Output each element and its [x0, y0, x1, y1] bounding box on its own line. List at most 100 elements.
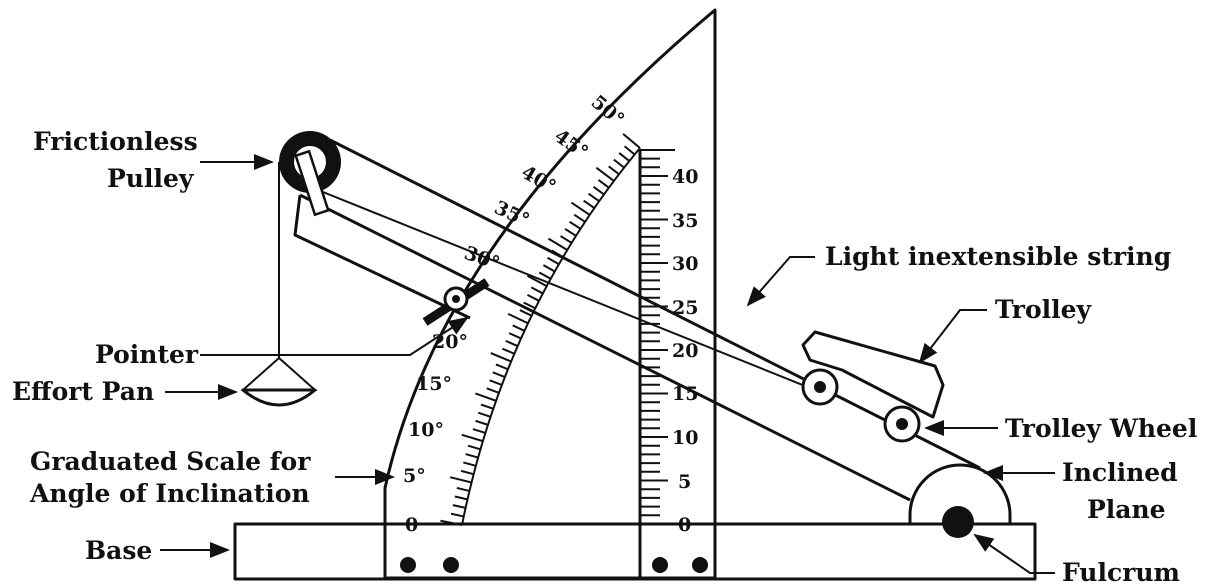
- linear-label-35: 35: [672, 210, 698, 232]
- angle-tick: [538, 271, 552, 280]
- angle-tick: [463, 461, 477, 467]
- linear-label-0: 0: [678, 514, 691, 536]
- angle-tick: [492, 371, 506, 379]
- angle-tick: [449, 476, 472, 484]
- label-fulcrum: Fulcrum: [1062, 558, 1180, 585]
- angle-tick: [495, 363, 509, 371]
- angle-scale-inner-arc: [461, 147, 641, 526]
- arrow-string: [746, 256, 815, 307]
- angle-tick: [592, 185, 605, 196]
- angle-tick: [486, 387, 500, 394]
- arrow-pointer: [200, 316, 469, 356]
- fulcrum-pivot: [942, 506, 974, 538]
- angle-tick: [618, 152, 630, 162]
- label-inclined-line2: Plane: [1087, 495, 1166, 524]
- angle-tick: [477, 411, 491, 418]
- angle-tick: [595, 166, 615, 182]
- bolt: [692, 557, 708, 573]
- trolley-wheel-rear-hub: [814, 381, 826, 393]
- label-trolley: Trolley: [995, 295, 1093, 324]
- angle-tick: [454, 495, 468, 501]
- angle-label-10: 10°: [408, 419, 444, 441]
- angle-tick: [461, 433, 484, 443]
- angle-tick: [597, 179, 610, 189]
- label-pointer: Pointer: [95, 340, 199, 369]
- angle-tick: [583, 199, 595, 209]
- angle-tick: [501, 347, 515, 355]
- linear-label-15: 15: [672, 383, 698, 405]
- angle-tick: [507, 312, 529, 325]
- angle-tick: [569, 220, 582, 230]
- angle-tick: [547, 237, 568, 251]
- bolt: [652, 557, 668, 573]
- angle-tick: [467, 444, 481, 451]
- label-pulley: Pulley: [107, 164, 195, 193]
- label-frictionless: Frictionless: [33, 127, 198, 156]
- angle-tick: [564, 228, 577, 237]
- angle-tick: [489, 379, 503, 386]
- angle-tick: [480, 403, 494, 410]
- linear-label-20: 20: [672, 340, 698, 362]
- label-inclined-line1: Inclined: [1062, 458, 1178, 487]
- angle-tick: [490, 352, 512, 363]
- linear-scale-labels: 0 5 10 15 20 25 30 35 40: [672, 166, 698, 536]
- base-block: [233, 522, 1037, 581]
- trolley-wheel-front-hub: [896, 418, 908, 430]
- angle-tick: [613, 158, 625, 169]
- angle-label-5: 5°: [403, 465, 426, 487]
- linear-label-30: 30: [672, 253, 698, 275]
- angle-tick: [542, 264, 556, 273]
- angle-tick: [587, 192, 600, 203]
- label-graduated-scale-line1: Graduated Scale for: [30, 447, 311, 476]
- inclined-plane-top-edge: [329, 138, 981, 470]
- label-graduated-scale-line2: Angle of Inclination: [29, 479, 310, 508]
- linear-label-25: 25: [672, 297, 698, 319]
- angle-tick: [570, 201, 591, 216]
- effort-pan-hanger: [240, 356, 318, 391]
- angle-tick: [608, 165, 620, 176]
- angle-tick: [526, 274, 548, 287]
- angle-tick: [523, 301, 536, 310]
- linear-label-40: 40: [672, 166, 698, 188]
- angle-tick: [452, 504, 466, 509]
- angle-label-20: 20°: [432, 331, 468, 353]
- label-light-string: Light inextensible string: [825, 242, 1171, 271]
- label-effort-pan: Effort Pan: [12, 377, 154, 406]
- linear-label-10: 10: [672, 427, 698, 449]
- linear-tick-marks: [640, 157, 668, 525]
- pointer-pivot-center: [452, 295, 460, 303]
- bolt: [400, 557, 416, 573]
- angle-label-30: 30°: [461, 242, 502, 275]
- angle-tick: [440, 519, 463, 526]
- linear-label-5: 5: [678, 471, 691, 493]
- angle-tick: [622, 133, 641, 149]
- angle-tick: [475, 392, 497, 402]
- fulcrum-housing: [908, 463, 1012, 524]
- angle-label-0: 0: [405, 514, 418, 536]
- string-along-plane: [317, 189, 821, 393]
- bolt: [443, 557, 459, 573]
- pulley-arm: [294, 149, 330, 217]
- arrow-trolley: [918, 309, 987, 364]
- angle-scale-body: [383, 8, 717, 580]
- effort-pan-bowl: [241, 388, 317, 407]
- angle-tick: [472, 428, 486, 434]
- angle-tick: [505, 339, 519, 347]
- angle-tick: [519, 309, 533, 317]
- label-trolley-wheel: Trolley Wheel: [1005, 414, 1197, 443]
- angle-tick: [512, 324, 525, 332]
- label-base: Base: [85, 536, 152, 565]
- angle-tick: [530, 286, 544, 295]
- trolley-body: [801, 330, 945, 419]
- angle-tick: [573, 213, 586, 223]
- angle-tick: [465, 453, 479, 459]
- angle-tick: [623, 145, 636, 156]
- angle-tick: [526, 294, 540, 302]
- inclined-plane-bottom-edge: [299, 193, 911, 502]
- angle-tick: [508, 332, 522, 340]
- angle-label-15: 15°: [416, 373, 452, 395]
- angle-tick: [551, 249, 564, 258]
- arrow-fulcrum: [973, 533, 1055, 574]
- angle-tick: [560, 235, 573, 244]
